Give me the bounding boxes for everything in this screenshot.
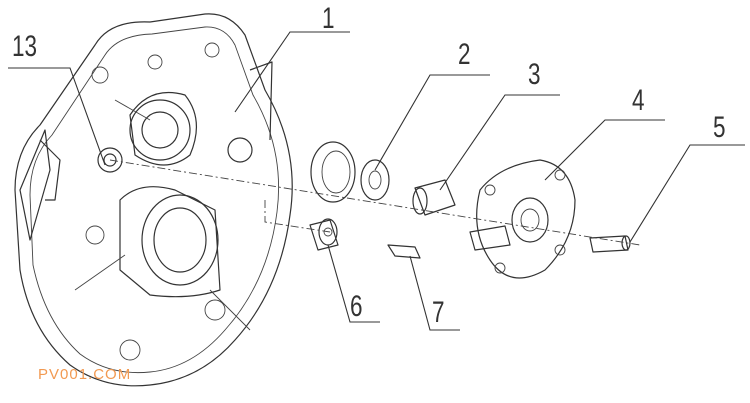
callout-7: 7 — [432, 296, 445, 329]
leader-lines — [8, 31, 745, 331]
callout-4: 4 — [632, 84, 645, 117]
watermark: PV001.COM — [38, 366, 132, 383]
axis-line — [109, 159, 641, 246]
pin — [589, 235, 631, 253]
callout-6: 6 — [350, 290, 363, 323]
dowel — [387, 244, 421, 259]
callout-1: 1 — [322, 2, 335, 35]
axis-line — [264, 200, 331, 233]
pump-cover — [469, 159, 576, 279]
roller — [309, 218, 339, 251]
callout-3: 3 — [528, 58, 541, 91]
sleeve — [412, 179, 456, 216]
callout-13: 13 — [12, 30, 38, 63]
callout-2: 2 — [458, 38, 471, 71]
callout-5: 5 — [713, 111, 726, 144]
oil-pump-rotor — [310, 141, 390, 203]
housing-cover — [14, 13, 293, 387]
